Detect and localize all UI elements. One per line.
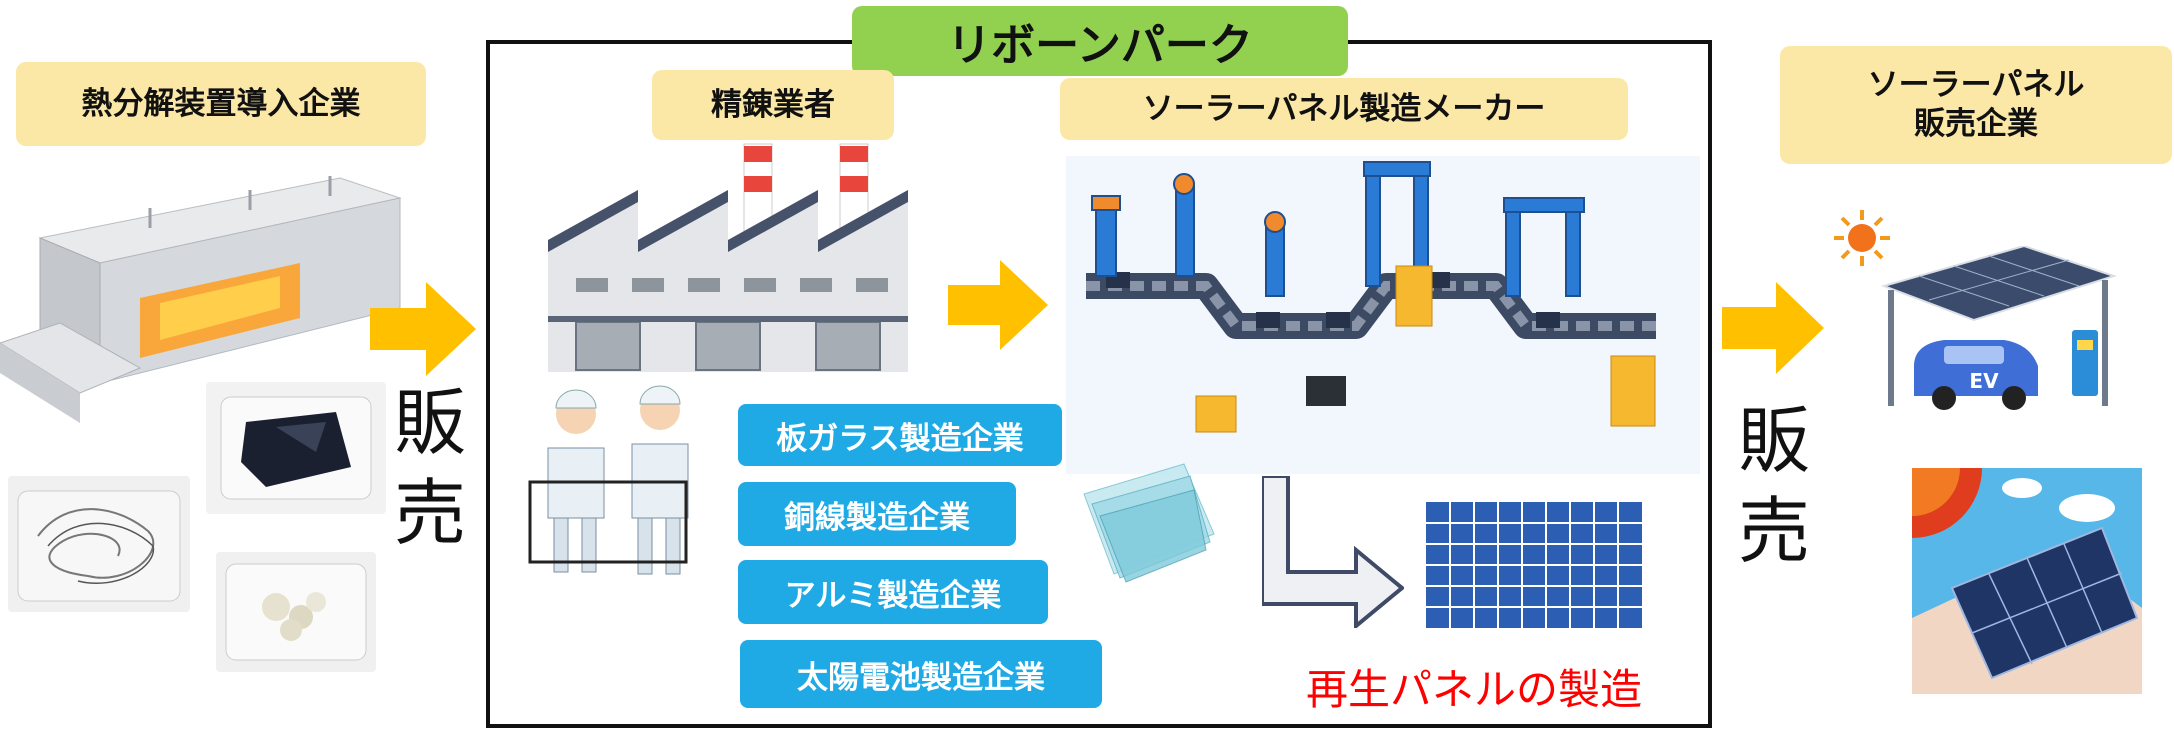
production-line-illustration — [1066, 156, 1700, 474]
solar-carport-ev-illustration: EV — [1880, 246, 2118, 410]
panel-seller-label: ソーラーパネル 販売企業 — [1780, 46, 2172, 164]
sell-text-left-char1: 販 — [394, 381, 467, 465]
factory-icon — [548, 143, 908, 372]
panel-seller-label-line2: 販売企業 — [1914, 106, 2038, 142]
wire-scrap-photo — [8, 476, 190, 612]
bent-arrow-to-panel — [1262, 476, 1404, 628]
glass-sheets-image — [1083, 463, 1215, 583]
company-flat-glass: 板ガラス製造企業 — [738, 404, 1062, 466]
recycled-panel-text: 再生パネルの製造 — [1306, 665, 1643, 714]
arrow-right — [1722, 282, 1824, 374]
workers-carrying-glass-illustration — [528, 385, 689, 575]
company-aluminum: アルミ製造企業 — [738, 560, 1048, 624]
arrow-middle — [948, 260, 1048, 350]
black-material-photo — [206, 382, 386, 514]
solar-maker-label: ソーラーパネル製造メーカー — [1060, 78, 1628, 140]
glass-fragment-photo — [216, 552, 376, 672]
arrow-left — [370, 282, 476, 376]
sell-text-left: 販 売 — [394, 378, 466, 558]
refiner-label: 精錬業者 — [652, 70, 894, 140]
sell-text-right-char2: 売 — [1738, 489, 1811, 573]
page-title: リボーンパーク — [852, 6, 1348, 76]
sell-text-right-char1: 販 — [1738, 399, 1811, 483]
panel-seller-label-line1: ソーラーパネル — [1867, 67, 2085, 104]
company-copper-wire: 銅線製造企業 — [738, 482, 1016, 546]
pyrolysis-company-label: 熱分解装置導入企業 — [16, 62, 426, 146]
house-rooftop-solar-image — [1912, 468, 2142, 694]
sun-icon — [1834, 210, 1890, 266]
recycled-solar-panel-image — [1426, 502, 1642, 628]
ev-label: EV — [1969, 369, 1999, 393]
pyrolysis-furnace-image — [0, 176, 402, 423]
sell-text-right: 販 売 — [1738, 396, 1810, 576]
company-solar-cell: 太陽電池製造企業 — [740, 640, 1102, 708]
sell-text-left-char2: 売 — [394, 471, 467, 555]
